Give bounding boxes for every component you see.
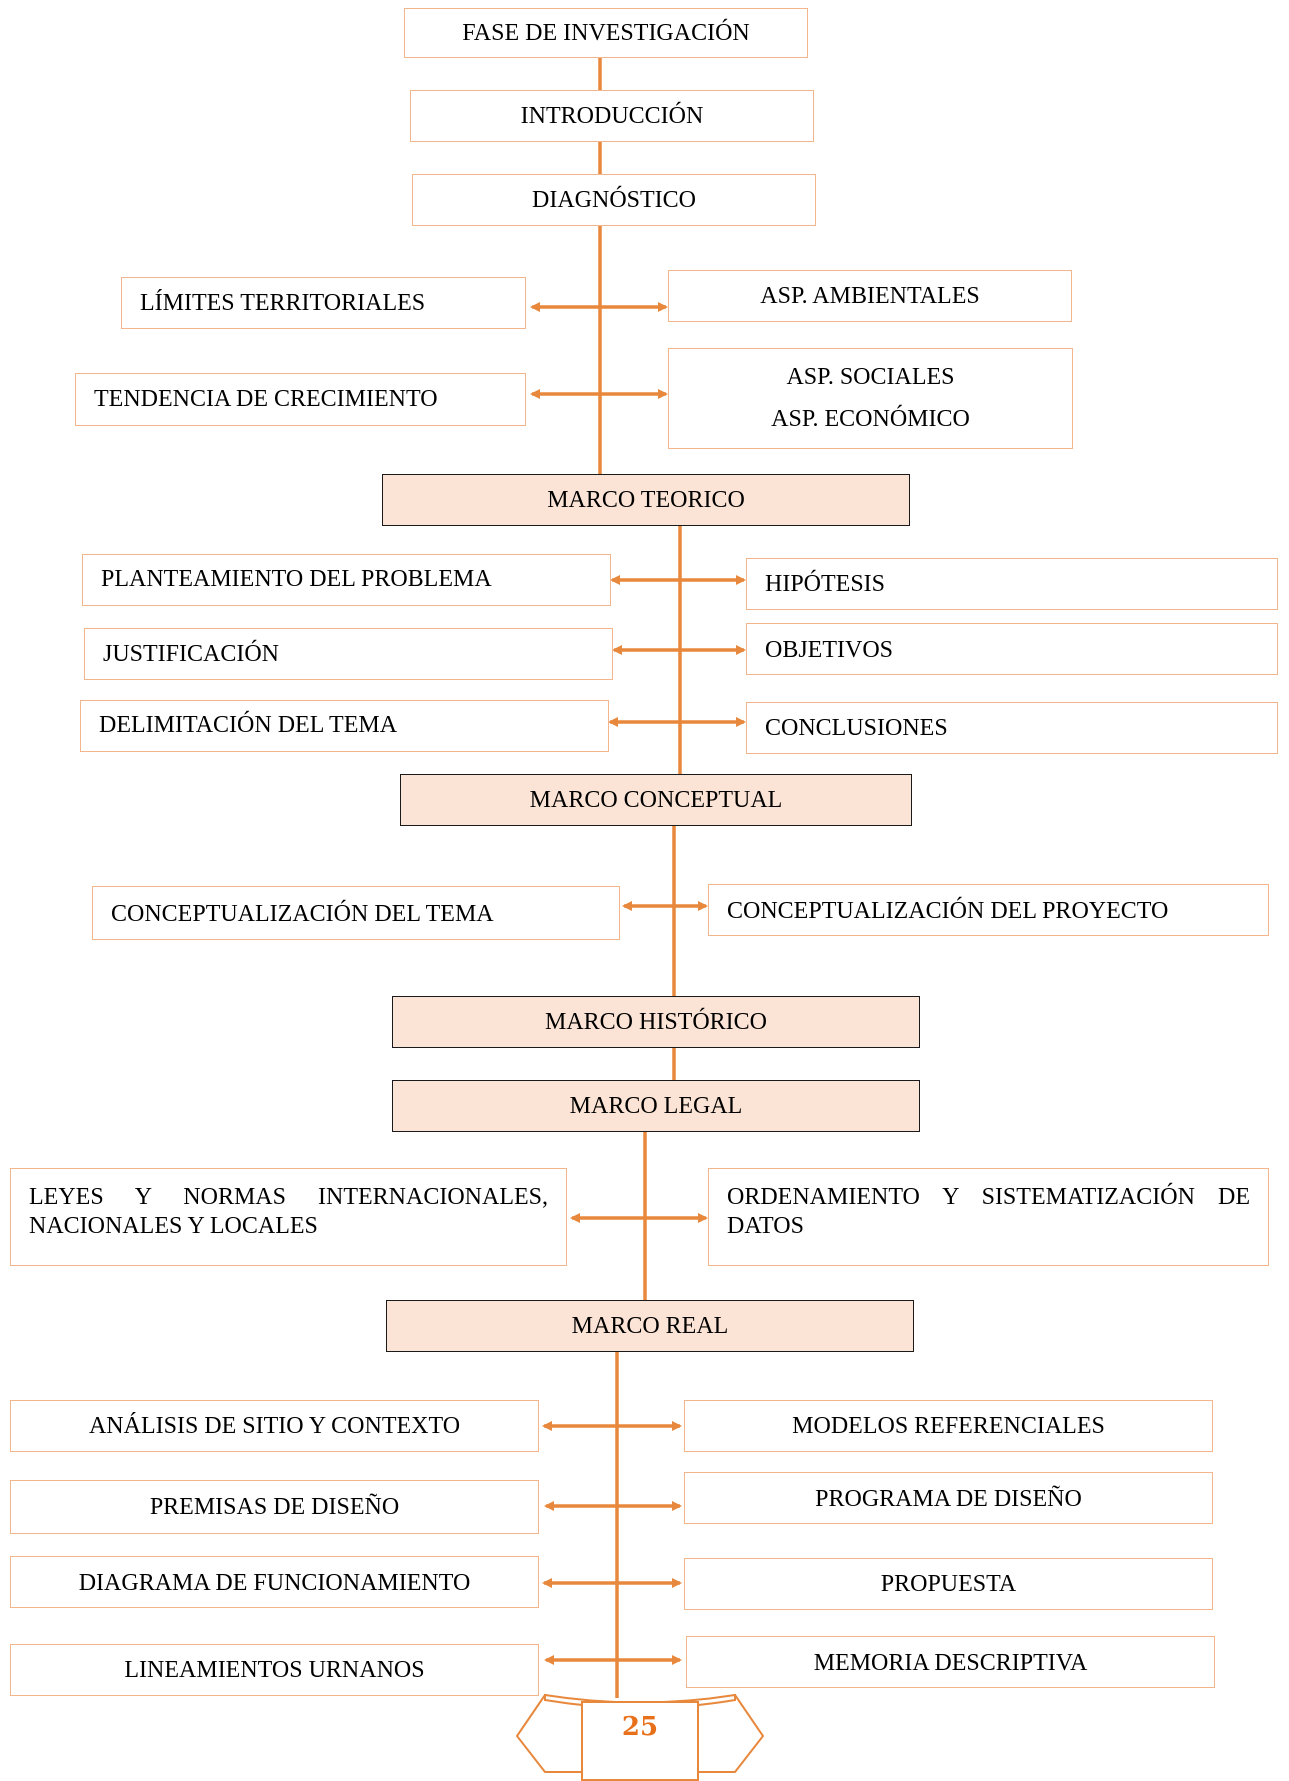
justificacion-box: JUSTIFICACIÓN bbox=[84, 628, 613, 680]
objetivos-label: OBJETIVOS bbox=[765, 637, 894, 663]
delimitacion-label: DELIMITACIÓN DEL TEMA bbox=[99, 712, 398, 738]
marco-teorico-title: MARCO TEORICO bbox=[547, 486, 745, 513]
ordenamiento-box: ORDENAMIENTO Y SISTEMATIZACIÓN DE DATOS bbox=[708, 1168, 1269, 1266]
planteamiento-label: PLANTEAMIENTO DEL PROBLEMA bbox=[101, 566, 492, 592]
lineamientos-urnanos-label: LINEAMIENTOS URNANOS bbox=[124, 1656, 425, 1683]
memoria-descriptiva-label: MEMORIA DESCRIPTIVA bbox=[813, 1650, 1088, 1676]
propuesta-box: PROPUESTA bbox=[684, 1558, 1213, 1610]
tendencia-crecimiento-label: TENDENCIA DE CRECIMIENTO bbox=[94, 386, 438, 413]
introduccion-box: INTRODUCCIÓN bbox=[410, 90, 814, 142]
marco-legal-box: MARCO LEGAL bbox=[392, 1080, 920, 1132]
marco-legal-title: MARCO LEGAL bbox=[569, 1092, 743, 1119]
conceptualizacion-tema-box: CONCEPTUALIZACIÓN DEL TEMA bbox=[92, 886, 620, 940]
planteamiento-box: PLANTEAMIENTO DEL PROBLEMA bbox=[82, 554, 611, 606]
conceptualizacion-proyecto-box: CONCEPTUALIZACIÓN DEL PROYECTO bbox=[708, 884, 1269, 936]
diagnostico-label: DIAGNÓSTICO bbox=[532, 186, 696, 213]
programa-diseno-box: PROGRAMA DE DISEÑO bbox=[684, 1472, 1213, 1524]
tendencia-crecimiento-box: TENDENCIA DE CRECIMIENTO bbox=[75, 373, 526, 426]
conclusiones-label: CONCLUSIONES bbox=[765, 715, 948, 742]
objetivos-box: OBJETIVOS bbox=[746, 623, 1278, 675]
propuesta-label: PROPUESTA bbox=[880, 1570, 1017, 1597]
limites-territoriales-label: LÍMITES TERRITORIALES bbox=[140, 289, 426, 316]
asp-sociales-economico-box: ASP. SOCIALES ASP. ECONÓMICO bbox=[668, 348, 1073, 449]
introduccion-label: INTRODUCCIÓN bbox=[520, 102, 704, 129]
hipotesis-box: HIPÓTESIS bbox=[746, 558, 1278, 610]
diagrama-funcionamiento-box: DIAGRAMA DE FUNCIONAMIENTO bbox=[10, 1556, 539, 1608]
fase-investigacion-box: FASE DE INVESTIGACIÓN bbox=[404, 8, 808, 58]
marco-conceptual-box: MARCO CONCEPTUAL bbox=[400, 774, 912, 826]
asp-economico-label: ASP. ECONÓMICO bbox=[771, 406, 970, 433]
hipotesis-label: HIPÓTESIS bbox=[765, 571, 886, 598]
premisas-diseno-box: PREMISAS DE DISEÑO bbox=[10, 1480, 539, 1534]
conclusiones-box: CONCLUSIONES bbox=[746, 702, 1278, 754]
asp-sociales-label: ASP. SOCIALES bbox=[786, 363, 955, 390]
page-number: 25 bbox=[621, 1712, 659, 1742]
diagrama-funcionamiento-label: DIAGRAMA DE FUNCIONAMIENTO bbox=[78, 1570, 471, 1596]
analisis-sitio-box: ANÁLISIS DE SITIO Y CONTEXTO bbox=[10, 1400, 539, 1452]
memoria-descriptiva-box: MEMORIA DESCRIPTIVA bbox=[686, 1636, 1215, 1688]
ordenamiento-label: ORDENAMIENTO Y SISTEMATIZACIÓN DE DATOS bbox=[727, 1184, 1250, 1239]
marco-real-box: MARCO REAL bbox=[386, 1300, 914, 1352]
delimitacion-box: DELIMITACIÓN DEL TEMA bbox=[80, 700, 609, 752]
conceptualizacion-proyecto-label: CONCEPTUALIZACIÓN DEL PROYECTO bbox=[727, 898, 1169, 924]
modelos-referenciales-box: MODELOS REFERENCIALES bbox=[684, 1400, 1213, 1452]
marco-conceptual-title: MARCO CONCEPTUAL bbox=[529, 786, 783, 813]
marco-real-title: MARCO REAL bbox=[571, 1312, 729, 1339]
modelos-referenciales-label: MODELOS REFERENCIALES bbox=[792, 1412, 1105, 1439]
premisas-diseno-label: PREMISAS DE DISEÑO bbox=[149, 1493, 400, 1520]
page-number-banner bbox=[515, 1693, 765, 1781]
limites-territoriales-box: LÍMITES TERRITORIALES bbox=[121, 277, 526, 329]
fase-investigacion-title: FASE DE INVESTIGACIÓN bbox=[462, 19, 750, 46]
asp-ambientales-label: ASP. AMBIENTALES bbox=[760, 282, 980, 309]
marco-historico-box: MARCO HISTÓRICO bbox=[392, 996, 920, 1048]
marco-teorico-box: MARCO TEORICO bbox=[382, 474, 910, 526]
lineamientos-urnanos-box: LINEAMIENTOS URNANOS bbox=[10, 1644, 539, 1696]
programa-diseno-label: PROGRAMA DE DISEÑO bbox=[815, 1486, 1082, 1512]
leyes-normas-label: LEYES Y NORMAS INTERNACIONALES, NACIONAL… bbox=[29, 1184, 548, 1239]
diagnostico-box: DIAGNÓSTICO bbox=[412, 174, 816, 226]
conceptualizacion-tema-label: CONCEPTUALIZACIÓN DEL TEMA bbox=[111, 901, 494, 928]
asp-ambientales-box: ASP. AMBIENTALES bbox=[668, 270, 1072, 322]
justificacion-label: JUSTIFICACIÓN bbox=[103, 641, 280, 668]
leyes-normas-box: LEYES Y NORMAS INTERNACIONALES, NACIONAL… bbox=[10, 1168, 567, 1266]
analisis-sitio-label: ANÁLISIS DE SITIO Y CONTEXTO bbox=[88, 1412, 461, 1439]
marco-historico-title: MARCO HISTÓRICO bbox=[544, 1008, 768, 1035]
